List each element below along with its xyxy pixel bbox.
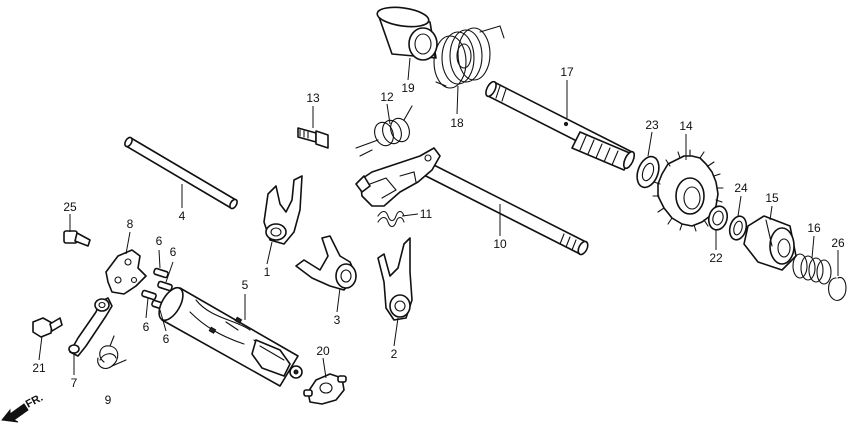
callout-13: 13 xyxy=(306,91,320,105)
callout-16: 16 xyxy=(807,221,821,235)
part-2-shift-fork xyxy=(377,237,413,321)
callout-4: 4 xyxy=(179,209,186,223)
front-arrow-icon xyxy=(1,403,29,423)
callout-6-bottom-right: 6 xyxy=(163,332,170,346)
part-9-spring xyxy=(97,335,127,369)
callout-25: 25 xyxy=(63,200,77,214)
part-22-washer xyxy=(707,205,729,231)
part-8-stopper-plate xyxy=(105,249,147,295)
callout-20: 20 xyxy=(316,344,330,358)
part-15-ratchet xyxy=(743,215,797,271)
part-3-shift-fork xyxy=(295,235,357,291)
part-26-snap-ring xyxy=(827,276,847,301)
part-24-washer xyxy=(728,215,748,241)
part-13-bolt xyxy=(297,127,329,149)
front-direction-label: FR. xyxy=(24,392,45,411)
part-10-gearshift-spindle xyxy=(355,147,589,256)
callout-14: 14 xyxy=(679,119,693,133)
callout-23: 23 xyxy=(645,118,659,132)
part-12-spring xyxy=(355,105,413,157)
callout-7: 7 xyxy=(71,376,78,390)
part-20-collar xyxy=(303,373,347,405)
callout-1: 1 xyxy=(264,265,271,279)
part-16-spring xyxy=(792,253,832,285)
callout-10: 10 xyxy=(493,237,507,251)
leader-lines xyxy=(38,57,839,379)
callout-numbers: 1 2 3 4 5 6 6 6 6 7 8 9 10 11 12 13 14 1… xyxy=(32,65,845,407)
callout-11: 11 xyxy=(420,207,433,221)
part-25-bolt xyxy=(63,230,91,247)
callout-6-bottom-left: 6 xyxy=(143,320,150,334)
callout-6-top-left: 6 xyxy=(156,234,163,248)
callout-2: 2 xyxy=(391,347,398,361)
front-direction-indicator: FR. xyxy=(1,392,45,423)
callout-3: 3 xyxy=(334,313,341,327)
part-19-collar xyxy=(376,6,438,61)
callout-5: 5 xyxy=(242,278,249,292)
callout-6-top-right: 6 xyxy=(170,245,177,259)
part-5-shift-drum xyxy=(158,286,303,387)
callout-18: 18 xyxy=(450,116,464,130)
part-1-shift-fork xyxy=(263,175,303,245)
part-18-torsion-spring xyxy=(433,25,505,89)
callout-21: 21 xyxy=(32,361,46,375)
part-23-washer xyxy=(636,155,660,189)
callout-17: 17 xyxy=(560,65,574,79)
callout-19: 19 xyxy=(401,81,415,95)
part-11-spring xyxy=(377,210,405,228)
part-4-shift-fork-shaft xyxy=(124,136,238,210)
callout-12: 12 xyxy=(380,90,394,104)
part-17-shaft xyxy=(485,80,636,171)
part-7-stopper-arm xyxy=(68,297,113,357)
callout-8: 8 xyxy=(127,217,134,231)
callout-15: 15 xyxy=(765,191,779,205)
callout-26: 26 xyxy=(831,236,845,250)
callout-9: 9 xyxy=(105,393,112,407)
callout-24: 24 xyxy=(734,181,748,195)
callout-22: 22 xyxy=(709,251,723,265)
part-21-bolt xyxy=(32,317,63,338)
